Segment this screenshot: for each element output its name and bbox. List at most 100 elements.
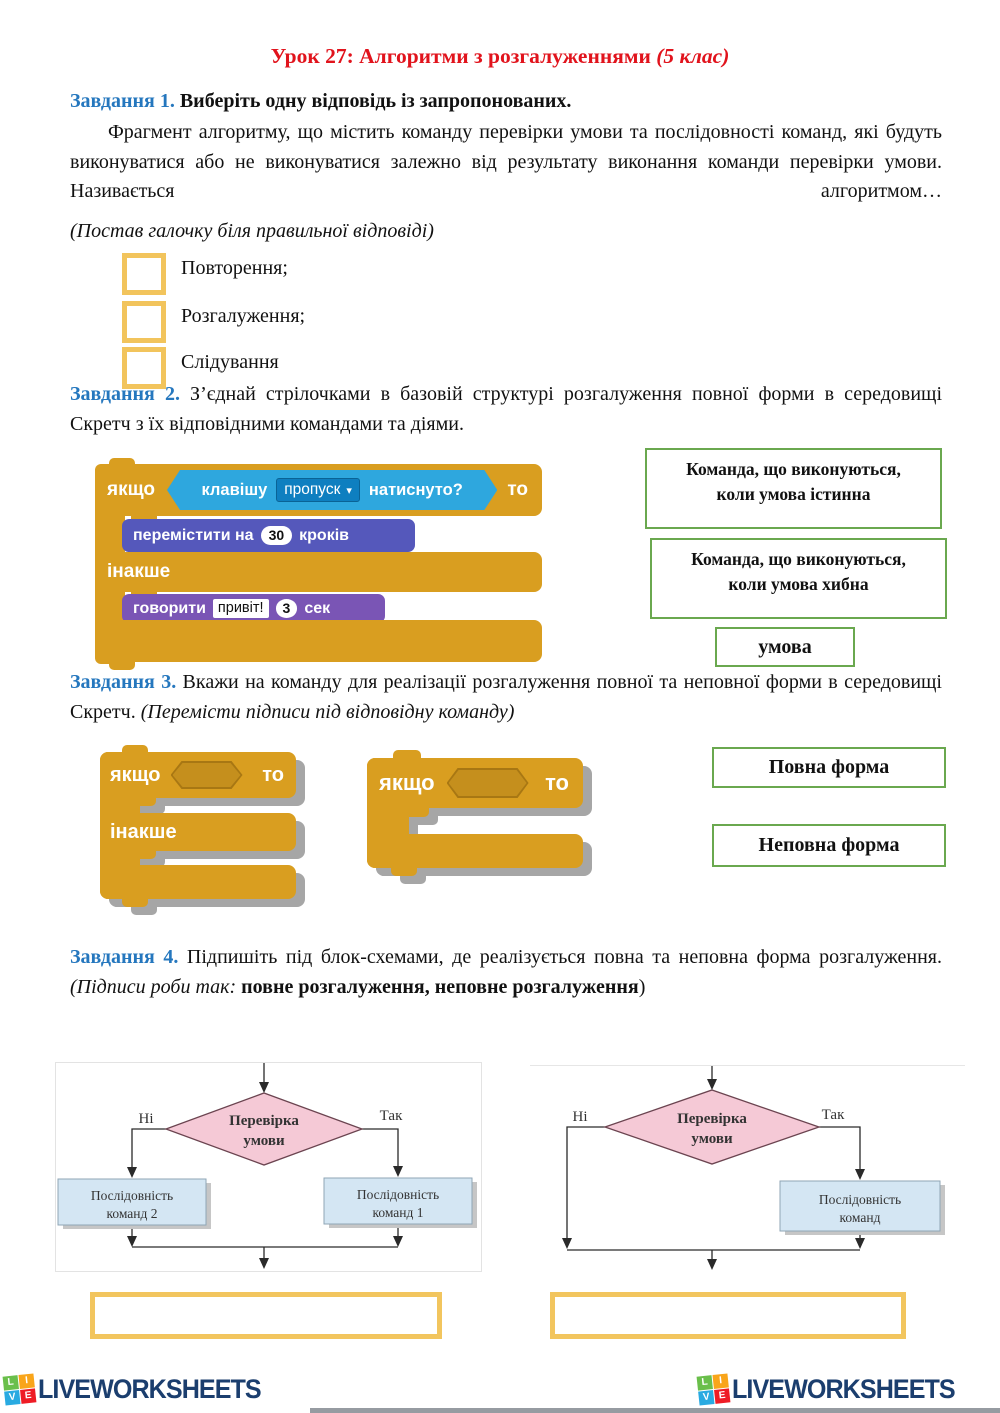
target-false-line2: коли умова хибна <box>728 574 869 594</box>
logo-tile-l: L <box>2 1375 19 1391</box>
target-box-condition-true[interactable]: Команда, що виконуються, коли умова істи… <box>645 448 942 529</box>
liveworksheets-wordmark: LIVEWORKSHEETS <box>732 1374 956 1404</box>
logo-tile-i: I <box>18 1373 35 1389</box>
right-box-line2: команд 1 <box>372 1205 423 1220</box>
left-box-line2: команд 2 <box>106 1206 157 1221</box>
answer-input-right[interactable] <box>550 1292 906 1339</box>
answer-input-left[interactable] <box>90 1292 442 1339</box>
process-box-right <box>323 1177 473 1225</box>
option-row-3: Слідування <box>122 347 279 389</box>
task1-label: Завдання 1. <box>70 90 175 112</box>
task3-label: Завдання 3. <box>70 671 177 693</box>
box-line1: Послідовність <box>819 1192 901 1207</box>
scratch-block-partial-form: якщо то <box>367 750 587 876</box>
scratch-bottom-arm <box>95 620 542 662</box>
scratch-tab <box>132 851 156 859</box>
liveworksheets-logo-right: L I V E LIVEWORKSHEETS <box>696 1373 972 1406</box>
scratch-bottom-arm <box>367 834 583 868</box>
scratch-if-label: якщо <box>379 770 435 795</box>
target-condition-label: умова <box>758 635 812 658</box>
liveworksheets-logo-left: L I V E LIVEWORKSHEETS <box>2 1373 278 1406</box>
task4-hint-italic: (Підписи роби так: <box>70 975 242 998</box>
scratch-move-value[interactable]: 30 <box>260 526 293 545</box>
decision-diamond <box>164 1092 364 1166</box>
scratch-move-suffix: кроків <box>299 526 349 544</box>
page-title-main: Урок 27: Алгоритми з розгалуженнями <box>270 44 657 68</box>
option-label-3: Слідування <box>181 351 279 373</box>
condition-text-line1: Перевірка <box>677 1111 747 1127</box>
logo-tile-v: V <box>698 1390 715 1406</box>
label-partial-form[interactable]: Неповна форма <box>712 824 946 867</box>
scratch-tab <box>132 798 156 806</box>
scratch-condition-suffix: натиснуто? <box>368 480 463 499</box>
scratch-empty-condition-hex <box>447 768 529 798</box>
task2-label: Завдання 2. <box>70 383 180 405</box>
scratch-bottom-tab <box>391 868 417 876</box>
scratch-then-label: то <box>262 763 284 786</box>
task1-hint: (Постав галочку біля правильної відповід… <box>70 220 434 242</box>
page-title-suffix: (5 клас) <box>656 44 730 68</box>
process-box-left <box>57 1178 207 1226</box>
branch-no-label: Ні <box>573 1109 588 1125</box>
liveworksheets-wordmark: LIVEWORKSHEETS <box>38 1374 262 1404</box>
label-full-form[interactable]: Повна форма <box>712 747 946 788</box>
scratch-if-arm: якщо клавішу пропуск ▾ натиснуто? то <box>95 464 542 516</box>
task2-paragraph: Завдання 2. З’єднай стрілочками в базові… <box>70 380 942 439</box>
scratch-say-text[interactable]: привіт! <box>212 599 269 618</box>
option-label-2: Розгалуження; <box>181 305 306 327</box>
scratch-condition-hex: клавішу пропуск ▾ натиснуто? <box>167 470 497 510</box>
liveworksheets-icon: L I V E <box>696 1373 731 1406</box>
scratch-else-label: інакше <box>110 820 177 843</box>
scratch-empty-condition-hex <box>171 761 243 789</box>
decision-diamond <box>603 1089 821 1165</box>
right-box-line1: Послідовність <box>357 1187 439 1202</box>
option-checkbox-2[interactable] <box>122 301 166 343</box>
task1-heading-text: Виберіть одну відповідь із запропоновани… <box>174 90 572 112</box>
task4-label: Завдання 4. <box>70 946 179 968</box>
page-title: Урок 27: Алгоритми з розгалуженнями (5 к… <box>0 44 1000 69</box>
process-box <box>779 1180 941 1232</box>
scratch-block-full-form: якщо то інакше <box>100 745 300 907</box>
scratch-bottom-tab <box>109 662 135 670</box>
task3-paragraph: Завдання 3. Вкажи на команду для реаліза… <box>70 668 942 727</box>
logo-tile-v: V <box>4 1390 21 1406</box>
logo-tile-e: E <box>714 1388 731 1404</box>
target-box-condition[interactable]: умова <box>715 627 855 667</box>
target-false-line1: Команда, що виконуються, <box>691 549 906 569</box>
task4-paragraph: Завдання 4. Підпишіть під блок-схемами, … <box>70 943 942 1002</box>
option-row-2: Розгалуження; <box>122 301 305 343</box>
task4-text: Підпишіть під блок-схемами, де реалізуєт… <box>178 946 943 968</box>
branch-yes-label: Так <box>822 1107 845 1123</box>
scratch-bottom-arm <box>100 865 296 899</box>
scratch-key-dropdown[interactable]: пропуск ▾ <box>276 478 360 502</box>
scratch-else-label: інакше <box>107 561 171 582</box>
scratch-top-tab <box>109 458 135 468</box>
task3-text: Вкажи на команду для реалізації розгалуж… <box>70 671 942 723</box>
scratch-condition-prefix: клавішу <box>201 480 268 499</box>
box-line2: команд <box>840 1210 881 1225</box>
scratch-bottom-tab <box>122 899 148 907</box>
scratch-then-label: то <box>545 770 569 795</box>
task2-text: З’єднай стрілочками в базовій структурі … <box>70 383 943 435</box>
scratch-move-block: перемістити на 30 кроків <box>122 519 415 552</box>
scratch-if-else-script: якщо клавішу пропуск ▾ натиснуто? то пер… <box>95 458 545 670</box>
option-checkbox-3[interactable] <box>122 347 166 389</box>
chevron-down-icon: ▾ <box>346 484 352 497</box>
target-box-condition-false[interactable]: Команда, що виконуються, коли умова хибн… <box>650 538 947 619</box>
scratch-tab <box>403 808 429 817</box>
scratch-if-arm: якщо то <box>367 758 583 808</box>
task1-heading: Завдання 1. Виберіть одну відповідь із з… <box>70 90 571 113</box>
scratch-say-suffix: сек <box>304 599 331 617</box>
flowchart-full-form: Перевірка умови Ні Так Послідовність ком… <box>55 1062 482 1272</box>
scratch-top-tab <box>122 745 148 754</box>
task1-paragraph: Фрагмент алгоритму, що містить команду п… <box>70 121 942 202</box>
logo-tile-e: E <box>20 1388 37 1404</box>
option-checkbox-1[interactable] <box>122 253 166 295</box>
flowchart-partial-form: Перевірка умови Ні Так Послідовність ком… <box>530 1065 965 1271</box>
target-true-line2: коли умова істинна <box>716 484 871 504</box>
condition-text-line1: Перевірка <box>229 1113 299 1129</box>
scratch-say-value[interactable]: 3 <box>275 599 298 618</box>
label-full-form-text: Повна форма <box>768 756 890 778</box>
left-box-line1: Послідовність <box>91 1188 173 1203</box>
scratch-say-block: говорити привіт! 3 сек <box>122 594 385 623</box>
